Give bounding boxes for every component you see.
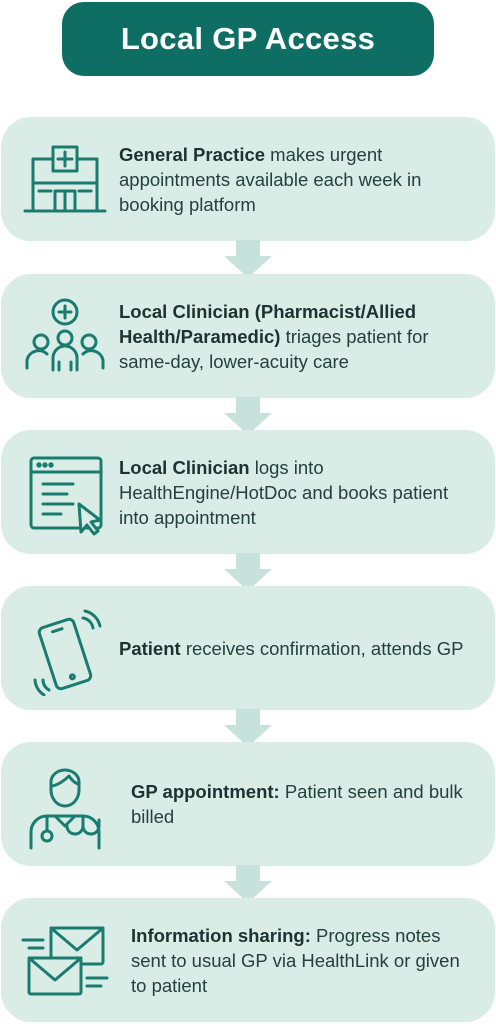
browser-form-icon [21, 452, 109, 540]
flow-arrow [222, 397, 274, 435]
step-local-clinician-triage: Local Clinician (Pharmacist/Allied Healt… [1, 274, 495, 398]
doctor-icon [21, 764, 109, 852]
flow-arrow [222, 865, 274, 903]
clinicians-group-icon [21, 296, 109, 384]
step-general-practice: General Practice makes urgent appointmen… [1, 117, 495, 241]
mobile-phone-icon [21, 608, 109, 696]
step-text: General Practice makes urgent appointmen… [119, 143, 422, 215]
step-text: Local Clinician (Pharmacist/Allied Healt… [119, 300, 429, 372]
envelopes-icon [21, 920, 109, 1008]
hospital-icon [21, 139, 109, 227]
step-text: Local Clinician logs into HealthEngine/H… [119, 456, 449, 528]
flow-arrow [222, 553, 274, 591]
step-information-sharing: Information sharing: Progress notes sent… [1, 898, 495, 1022]
step-text: GP appointment: Patient seen and bulk bi… [131, 781, 463, 827]
flow-arrow [222, 709, 274, 747]
step-text: Patient receives confirmation, attends G… [119, 637, 464, 659]
step-text: Information sharing: Progress notes sent… [131, 924, 460, 996]
page-title: Local GP Access [120, 21, 376, 56]
step-patient-confirmation: Patient receives confirmation, attends G… [1, 586, 495, 710]
step-gp-appointment: GP appointment: Patient seen and bulk bi… [1, 742, 495, 866]
title-banner: Local GP Access [62, 2, 434, 76]
flow-arrow [222, 240, 274, 278]
step-booking: Local Clinician logs into HealthEngine/H… [1, 430, 495, 554]
